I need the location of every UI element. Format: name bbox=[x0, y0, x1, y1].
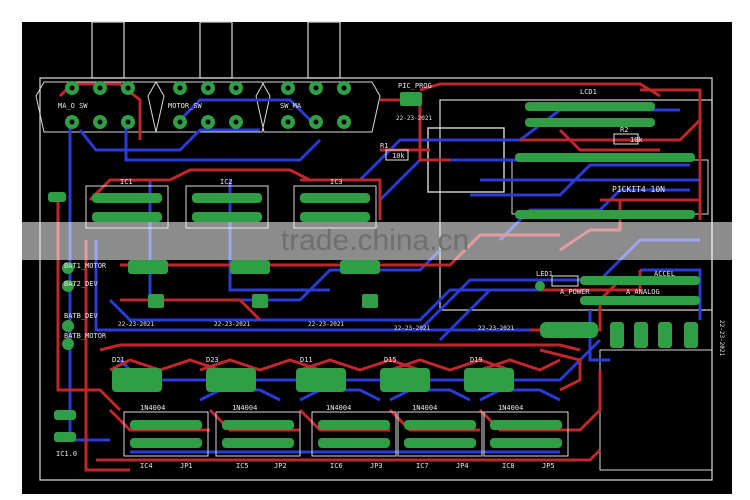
label-bat2-dev: BAT2_DEV bbox=[64, 280, 99, 288]
label-r1: R1 bbox=[380, 142, 388, 150]
label-d15: D15 bbox=[384, 356, 397, 364]
label-batb-motor: BATB_MOTOR bbox=[64, 332, 107, 340]
label-ic-b: IC2 bbox=[220, 178, 233, 186]
label-conn-b: JP2 bbox=[274, 462, 287, 470]
label-date-5: 22-23-2021 bbox=[394, 325, 431, 332]
label-conn-d: JP4 bbox=[456, 462, 469, 470]
label-date-1: 22-23-2021 bbox=[396, 115, 433, 122]
label-ic5: IC5 bbox=[236, 462, 249, 470]
label-date-3: 22-23-2021 bbox=[214, 321, 251, 328]
label-lcd: LCD1 bbox=[580, 88, 597, 96]
label-sw-ma: MA_O SW bbox=[58, 102, 88, 110]
usb-connector-mid bbox=[199, 21, 233, 79]
label-d23: D23 bbox=[206, 356, 219, 364]
label-pic-prog: PIC_PROG bbox=[398, 82, 432, 90]
ic-outlines-lower bbox=[123, 411, 569, 457]
label-ic6: IC6 bbox=[330, 462, 343, 470]
diode-pads bbox=[112, 368, 514, 392]
label-accel: ACCEL bbox=[654, 270, 675, 278]
label-r2-value: 10k bbox=[630, 136, 643, 144]
label-pickit: PICKIT4 10N bbox=[612, 185, 665, 194]
label-ic7: IC7 bbox=[416, 462, 429, 470]
label-ic-c: IC3 bbox=[330, 178, 343, 186]
right-connector-pads bbox=[535, 281, 698, 348]
label-date-6: 22-23-2021 bbox=[478, 325, 515, 332]
battery-pads bbox=[48, 192, 76, 442]
label-bottom-left: IC1.0 bbox=[56, 450, 77, 458]
label-d11: D11 bbox=[300, 356, 313, 364]
label-batb-dev: BATB_DEV bbox=[64, 312, 99, 320]
switch-outline-left bbox=[35, 81, 165, 133]
label-conn-c: JP3 bbox=[370, 462, 383, 470]
label-date-2: 22-23-2021 bbox=[118, 321, 155, 328]
label-ic4: IC4 bbox=[140, 462, 153, 470]
label-ic-a: IC1 bbox=[120, 178, 133, 186]
label-diode-value-1: 1N4004 bbox=[140, 404, 165, 412]
usb-connector-left bbox=[91, 21, 125, 79]
label-ic8: IC8 bbox=[502, 462, 515, 470]
label-sw-right: SW_MA bbox=[280, 102, 302, 110]
label-d19: D19 bbox=[470, 356, 483, 364]
label-date-side: 22-23-2021 bbox=[718, 320, 725, 357]
label-conn-e: JP5 bbox=[542, 462, 555, 470]
label-led1: LED1 bbox=[536, 270, 553, 278]
ic-pads-upper bbox=[92, 102, 700, 305]
label-diode-value-2: 1N4004 bbox=[232, 404, 257, 412]
label-diode-value-4: 1N4004 bbox=[412, 404, 437, 412]
ic-pads-lower bbox=[130, 420, 562, 448]
label-diode-value-5: 1N4004 bbox=[498, 404, 523, 412]
label-d21: D21 bbox=[112, 356, 125, 364]
silk-resistors bbox=[385, 133, 639, 287]
label-r2: R2 bbox=[620, 126, 628, 134]
small-components-middle bbox=[128, 92, 422, 308]
label-bat1-motor: BAT1_MOTOR bbox=[64, 262, 107, 270]
label-diode-value-3: 1N4004 bbox=[326, 404, 351, 412]
label-sw-mid: MOTOR_SW bbox=[168, 102, 203, 110]
label-conn-a: JP1 bbox=[180, 462, 193, 470]
usb-connector-right bbox=[307, 21, 341, 79]
switch-outline-right bbox=[255, 81, 381, 133]
switch-outline-mid bbox=[147, 81, 271, 133]
label-r1-value: 10k bbox=[392, 152, 405, 160]
board-outline bbox=[39, 77, 713, 481]
label-date-4: 22-23-2021 bbox=[308, 321, 345, 328]
lcd-outline bbox=[439, 99, 713, 311]
label-a-analog: A_ANALOG bbox=[626, 288, 660, 296]
label-a-power: A_POWER bbox=[560, 288, 590, 296]
